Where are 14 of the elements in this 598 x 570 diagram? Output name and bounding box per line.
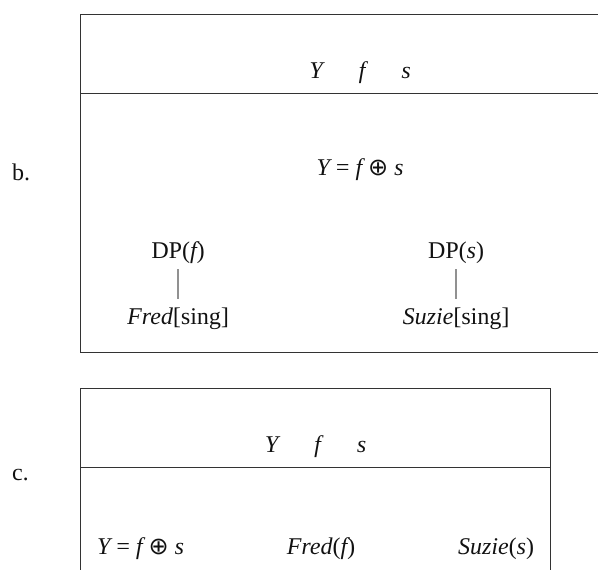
tree-node-label: DP(s) [428, 237, 484, 266]
example-label: b. [12, 159, 30, 188]
universe-variables: Y f s [309, 57, 411, 86]
drs-box [80, 14, 598, 353]
tree-node-label: Fred[sing] [127, 303, 229, 332]
tree-node-label: DP(f) [151, 237, 205, 266]
condition-formula: Y = f ⊕ s [97, 533, 184, 562]
drs-box [80, 388, 551, 570]
universe-variables: Y f s [264, 431, 366, 460]
condition-formula: Fred(f) [286, 533, 356, 562]
tree-node-label: Suzie[sing] [402, 303, 510, 332]
example-label: c. [12, 459, 29, 488]
condition-formula: Suzie(s) [458, 533, 534, 562]
condition-formula: Y = f ⊕ s [316, 154, 404, 183]
